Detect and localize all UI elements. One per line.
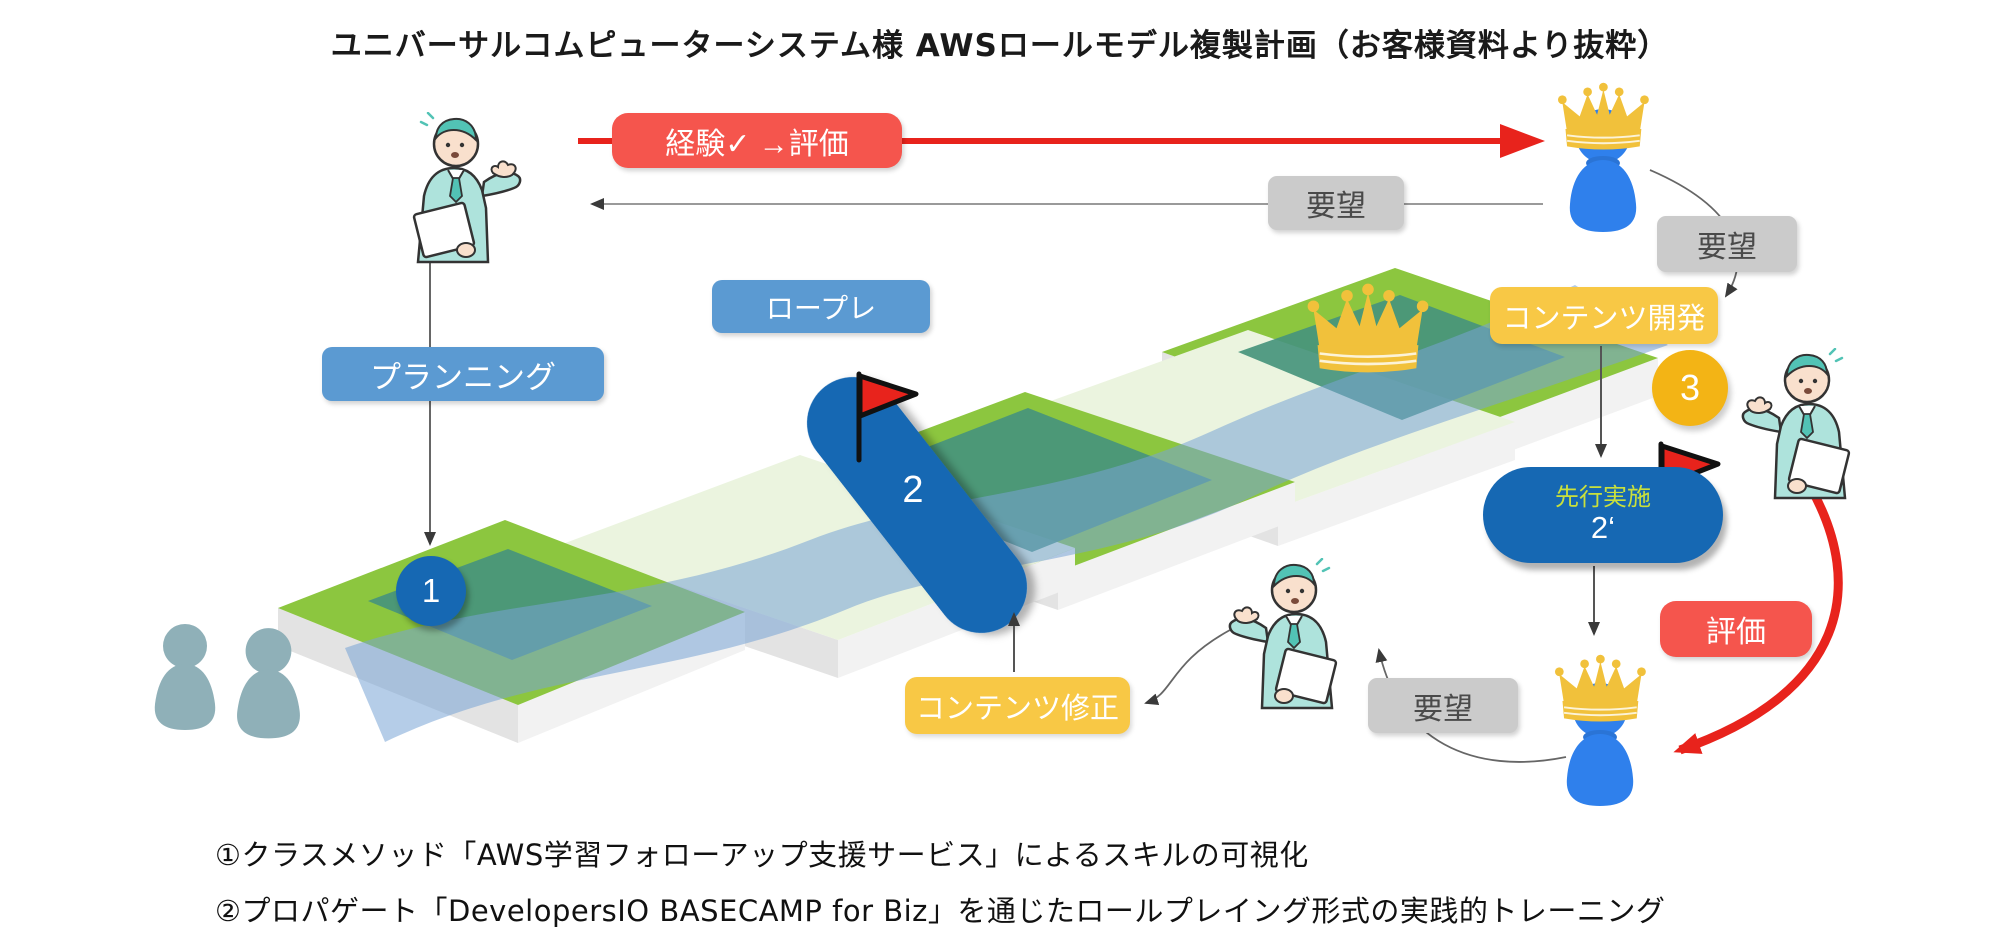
- roleplay-badge: ロープレ: [712, 280, 930, 333]
- consultant-topleft-illustration: [412, 112, 522, 264]
- evaluation-badge: 評価: [1660, 601, 1812, 657]
- step5-side: [1162, 352, 1425, 483]
- team-silhouettes-icon: [154, 624, 300, 739]
- pre-implementation-label: 先行実施: [1555, 483, 1651, 511]
- planning-badge: プランニング: [322, 347, 604, 401]
- flag-icon-mid: [850, 368, 928, 466]
- step2-prime-label: 2‘: [1590, 510, 1616, 546]
- consultant-middle-illustration: [1228, 558, 1338, 710]
- pre-implementation-pill: 先行実施 2‘: [1483, 467, 1723, 563]
- consultant-right-illustration: [1741, 348, 1851, 500]
- step3-circle: 3: [1652, 350, 1728, 426]
- content-dev-badge: コンテンツ開発: [1490, 287, 1718, 344]
- step1-circle: 1: [396, 556, 466, 626]
- step4-top: [1012, 330, 1515, 508]
- footnote-1: ①クラスメソッド「AWS学習フォローアップ支援サービス」によるスキルの可視化: [215, 838, 1309, 872]
- request-badge-upper-right: 要望: [1657, 216, 1797, 272]
- request-badge-bottom: 要望: [1368, 678, 1518, 733]
- red-experience-arrowhead: [1500, 124, 1545, 158]
- step2-pill-label: 2: [902, 468, 924, 511]
- crown-icon: [1306, 282, 1430, 374]
- diagram-title: ユニバーサルコムピューターシステム様 AWSロールモデル複製計画（お客様資料より…: [330, 28, 1670, 64]
- crown-person-topright: [1556, 81, 1650, 232]
- request-badge-top: 要望: [1268, 176, 1404, 230]
- step1-top: [278, 520, 745, 705]
- step2-top: [560, 455, 1075, 640]
- person-to-contentfix-arrow: [1144, 629, 1231, 706]
- content-fix-badge: コンテンツ修正: [905, 677, 1130, 734]
- crown-person-bottom: [1553, 653, 1647, 806]
- experience-eval-badge: 経験✓ →評価: [612, 113, 902, 168]
- footnote-2: ②プロパゲート「DevelopersIO BASECAMP for Biz」を通…: [215, 894, 1666, 928]
